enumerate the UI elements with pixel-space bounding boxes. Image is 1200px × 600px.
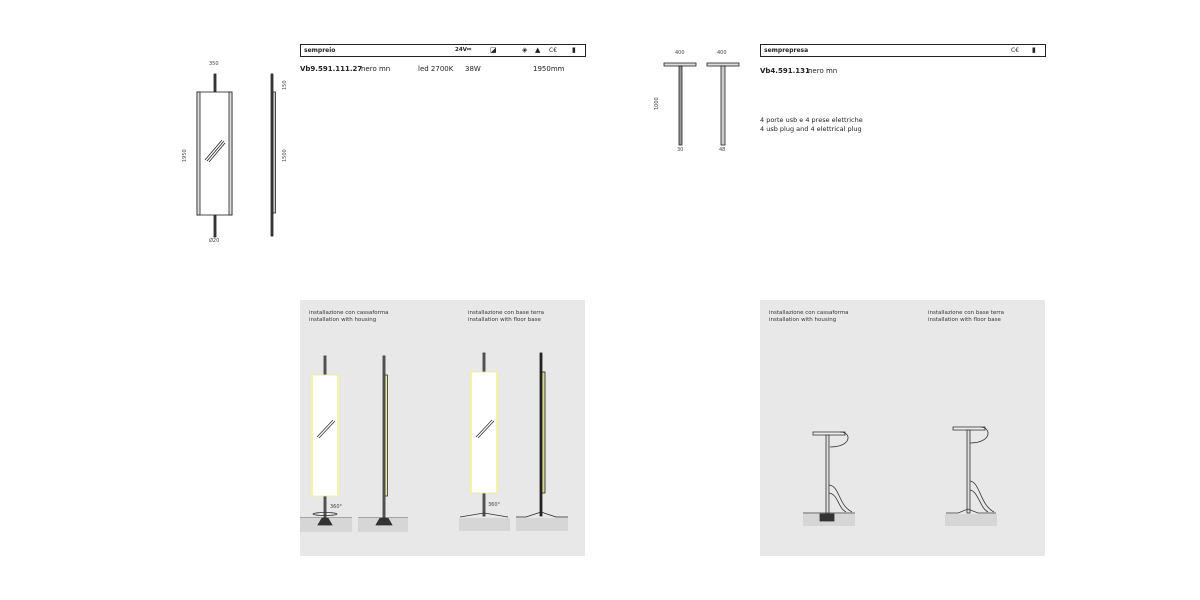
mirror-front-view: [196, 73, 233, 238]
product-header-left: sempreio 24V⎓ ◪ ◈ ▲ C€ ▮: [300, 44, 586, 57]
product-finish: nero mn: [808, 67, 838, 75]
install-housing-front: [300, 355, 352, 532]
caption-en: installation with housing: [769, 316, 837, 323]
dim-diameter: Ø20: [209, 238, 220, 244]
dim-width-b: 400: [717, 50, 727, 56]
caption-floor-right: installazione con base terra installatio…: [928, 310, 1004, 323]
product-row-left: Vb9.591.111.27: [300, 65, 362, 73]
socket-side-view: [706, 62, 740, 146]
caption-en: installation with floor base: [928, 316, 1001, 323]
install-floor-side: [516, 352, 568, 531]
install-housing-side: [358, 355, 408, 532]
description-it: 4 porte usb e 4 prese elettriche: [760, 116, 863, 124]
product-name: semprepresa: [764, 47, 809, 54]
product-finish: nero mn: [361, 65, 391, 73]
plug-icon: ▮: [1032, 46, 1036, 54]
product-led: led 2700K: [418, 65, 454, 73]
socket-housing-install: [803, 431, 855, 526]
caption-floor-left: installazione con base terra installatio…: [468, 310, 544, 323]
caption-housing-right: installazione con cassaforma installatio…: [769, 310, 849, 323]
product-height: 1950mm: [533, 65, 565, 73]
socket-front-view: [663, 62, 697, 146]
caption-it: installazione con cassaforma: [769, 310, 849, 316]
caption-en: installation with floor base: [468, 316, 541, 323]
product-row-right: Vb4.591.131: [760, 67, 810, 75]
install-floor-front: [459, 352, 510, 531]
product-header-right: semprepresa C€ ▮: [760, 44, 1046, 57]
dim-pole-a: 30: [677, 147, 684, 153]
plug-icon: ▮: [572, 46, 576, 54]
caption-it: installazione con base terra: [928, 310, 1005, 316]
dim-height-socket: 1000: [654, 97, 660, 110]
dim-panel: 1500: [282, 149, 288, 162]
class-icon: ◈: [522, 46, 528, 54]
caption-it: installazione con cassaforma: [309, 310, 389, 316]
install-panel-right: [760, 300, 1045, 556]
rotation-label: 360°: [330, 504, 343, 510]
rotation-label: 360°: [488, 502, 501, 508]
socket-floor-install: [945, 426, 997, 526]
dim-height: 1950: [182, 149, 188, 162]
dim-pole-b: 48: [719, 147, 726, 153]
dim-width: 350: [209, 61, 219, 67]
product-name: sempreio: [304, 47, 336, 54]
ce-mark-icon: C€: [1011, 47, 1020, 54]
product-code: Vb9.591.111.27: [300, 65, 363, 73]
ce-mark-icon: C€: [549, 47, 558, 54]
dimmable-icon: ◪: [490, 46, 497, 54]
mirror-side-view: [270, 73, 276, 237]
product-power: 38W: [465, 65, 481, 73]
description-en: 4 usb plug and 4 elettrical plug: [760, 125, 862, 133]
caption-housing-left: installazione con cassaforma installatio…: [309, 310, 389, 323]
caption-it: installazione con base terra: [468, 310, 545, 316]
voltage-label: 24V⎓: [455, 47, 472, 53]
product-code: Vb4.591.131: [760, 67, 810, 75]
warning-triangle-icon: ▲: [535, 46, 541, 54]
dim-top: 150: [282, 80, 288, 90]
dim-width-a: 400: [675, 50, 685, 56]
caption-en: installation with housing: [309, 316, 377, 323]
